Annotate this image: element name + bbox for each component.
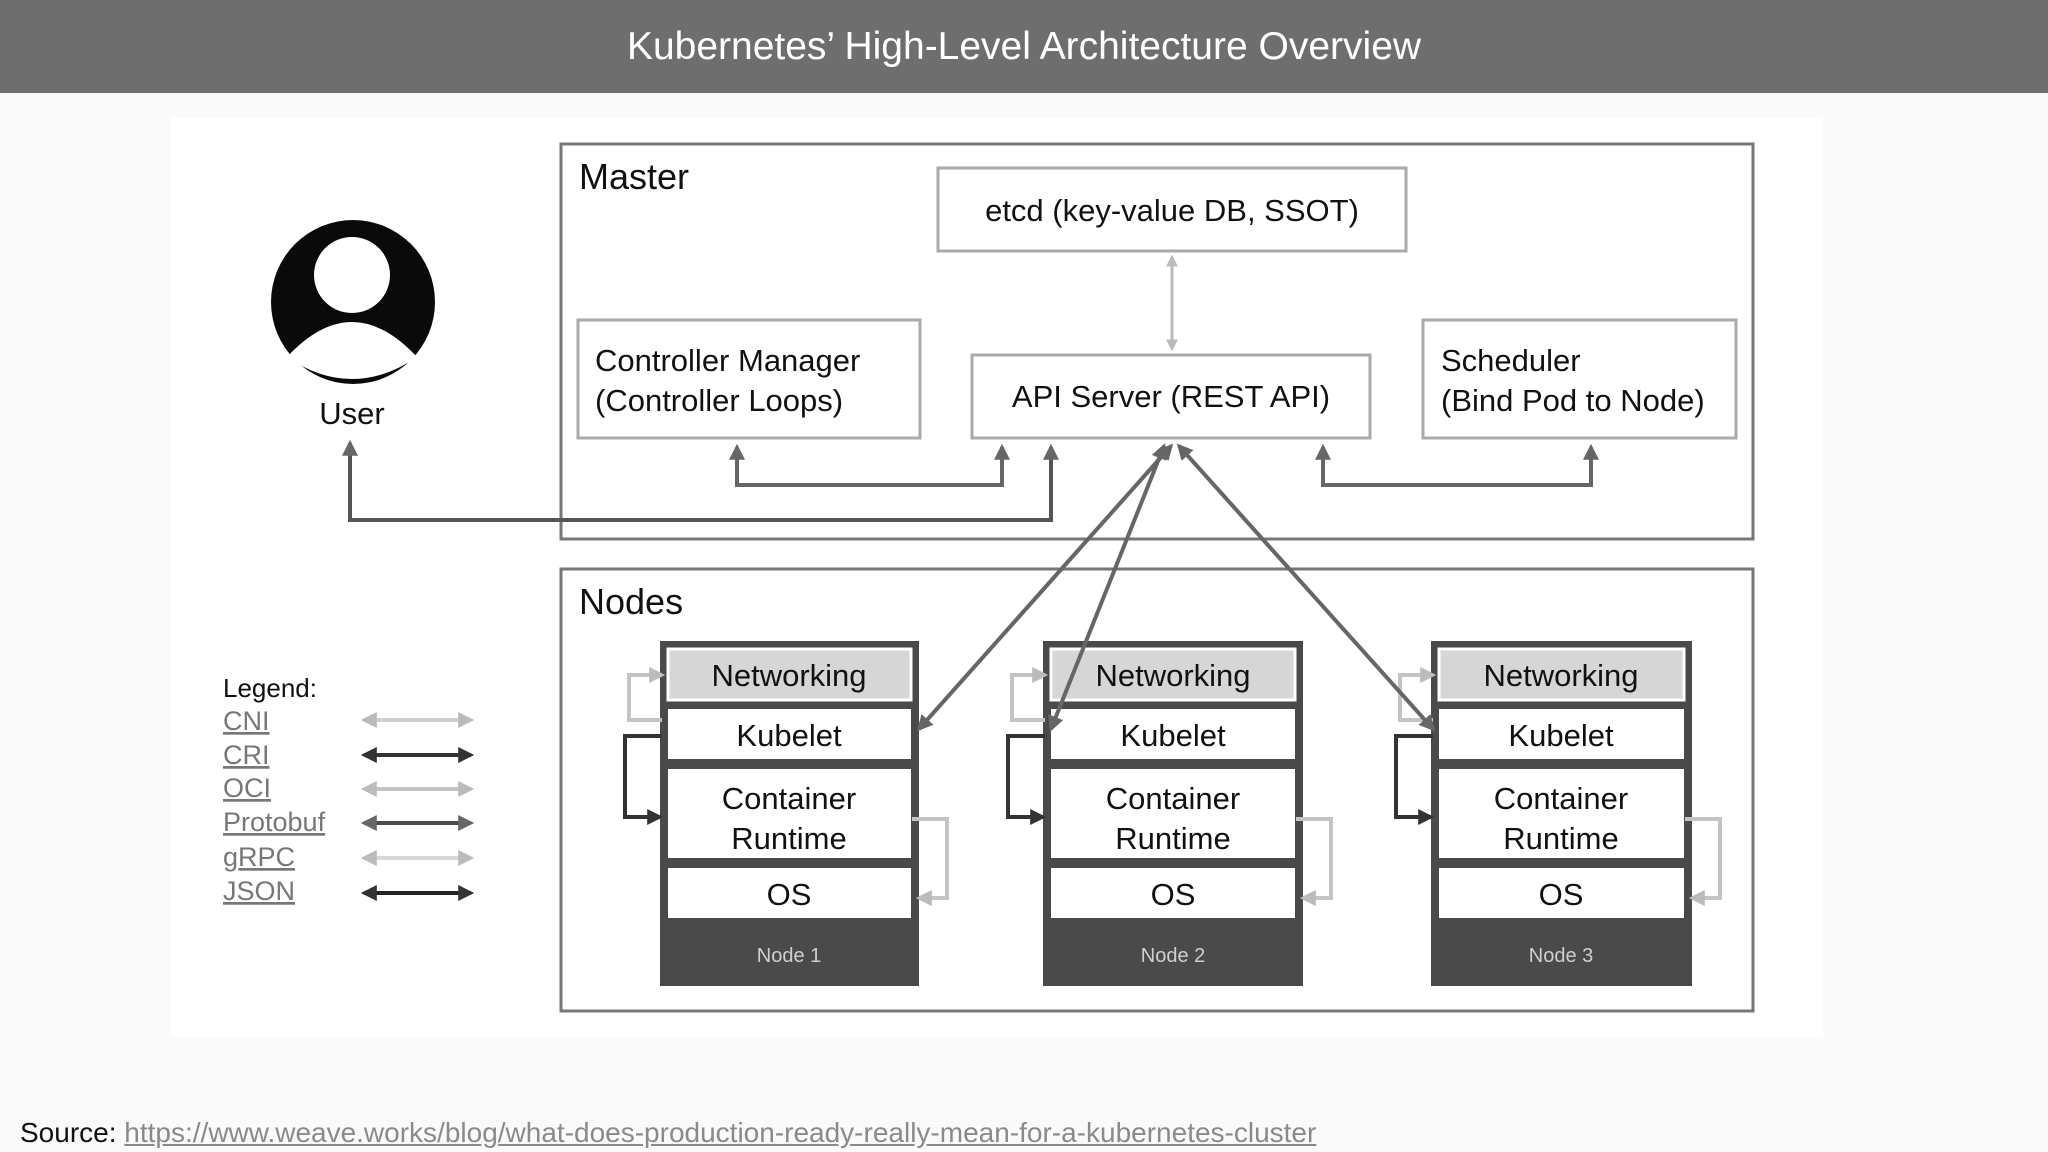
node-loop-arrow	[912, 817, 949, 906]
node-runtime-layer	[668, 769, 911, 858]
api-server-box	[970, 353, 1372, 440]
node-os-label: OS	[1539, 877, 1584, 912]
etcd-label: etcd (key-value DB, SSOT)	[985, 193, 1359, 228]
node-kubelet-layer	[1439, 709, 1684, 759]
node-os-layer	[668, 868, 911, 918]
legend-item-label[interactable]: CNI	[223, 706, 270, 736]
legend-item-label[interactable]: CRI	[223, 740, 270, 770]
node-card-3: Networking Kubelet Container Runtime OS …	[1394, 641, 1722, 986]
node-loop-arrow	[1010, 667, 1049, 722]
source-citation: Source: https://www.weave.works/blog/wha…	[20, 1117, 1316, 1149]
scheduler-sublabel: (Bind Pod to Node)	[1441, 383, 1705, 418]
node-os-label: OS	[1151, 877, 1196, 912]
source-label: Source:	[20, 1117, 117, 1148]
page-title: Kubernetes’ High-Level Architecture Over…	[0, 0, 2048, 93]
node-loop-arrow	[1685, 817, 1722, 906]
node-loop-arrow	[623, 734, 664, 825]
api-kubelet-arrow-3	[1176, 443, 1436, 732]
user-label: User	[319, 396, 384, 431]
user-avatar-icon	[271, 220, 435, 384]
node-kubelet-layer	[668, 709, 911, 759]
node-name: Node 1	[757, 945, 822, 967]
node-runtime-sublabel: Runtime	[1503, 821, 1618, 856]
node-card-2: Networking Kubelet Container Runtime OS …	[1006, 641, 1333, 986]
node-loop-arrow	[1006, 734, 1047, 825]
api-kubelet-arrow-2	[1048, 443, 1167, 732]
node-kubelet-label: Kubelet	[736, 718, 842, 753]
node-runtime-sublabel: Runtime	[731, 821, 846, 856]
node-runtime-sublabel: Runtime	[1115, 821, 1230, 856]
node-os-layer	[1051, 868, 1295, 918]
controller-manager-label: Controller Manager	[595, 343, 860, 378]
node-networking-label: Networking	[1095, 658, 1250, 693]
node-card-1: Networking Kubelet Container Runtime OS …	[623, 641, 949, 986]
node-loop-arrow	[1296, 817, 1333, 906]
node-os-layer	[1439, 868, 1684, 918]
etcd-box	[936, 166, 1408, 253]
node-loop-arrow	[1394, 734, 1435, 825]
controller-manager-box	[576, 318, 922, 440]
node-os-label: OS	[767, 877, 812, 912]
node-kubelet-label: Kubelet	[1508, 718, 1614, 753]
node-name: Node 3	[1529, 945, 1594, 967]
legend-item-label[interactable]: Protobuf	[223, 807, 326, 837]
source-link[interactable]: https://www.weave.works/blog/what-does-p…	[124, 1117, 1317, 1148]
node-runtime-layer	[1051, 769, 1295, 858]
user-api-arrow	[342, 439, 1059, 522]
legend-title: Legend:	[223, 673, 317, 703]
api-server-label: API Server (REST API)	[1012, 379, 1330, 414]
node-networking-label: Networking	[1483, 658, 1638, 693]
node-runtime-label: Container	[1106, 781, 1240, 816]
node-networking-layer	[666, 647, 913, 702]
scheduler-label: Scheduler	[1441, 343, 1581, 378]
scheduler-api-arrow	[1315, 443, 1599, 487]
architecture-diagram: User Master etcd (key-value DB, SSOT) Co…	[171, 117, 1823, 1037]
node-kubelet-label: Kubelet	[1120, 718, 1226, 753]
node-runtime-label: Container	[1494, 781, 1628, 816]
node-networking-layer	[1437, 647, 1686, 702]
legend-item-label[interactable]: OCI	[223, 773, 271, 803]
scheduler-box	[1421, 318, 1738, 440]
node-loop-arrow	[627, 667, 666, 722]
legend-item-label[interactable]: gRPC	[223, 842, 295, 872]
node-runtime-label: Container	[722, 781, 856, 816]
controller-manager-sublabel: (Controller Loops)	[595, 383, 843, 418]
legend-item-label[interactable]: JSON	[223, 876, 295, 906]
node-name: Node 2	[1141, 945, 1206, 967]
nodes-label: Nodes	[579, 581, 683, 622]
legend: Legend: CNI CRI OCI Protobuf gRPC JSON	[223, 673, 475, 906]
master-label: Master	[579, 156, 689, 197]
controller-api-arrow	[729, 443, 1010, 487]
node-runtime-layer	[1439, 769, 1684, 858]
node-networking-label: Networking	[711, 658, 866, 693]
